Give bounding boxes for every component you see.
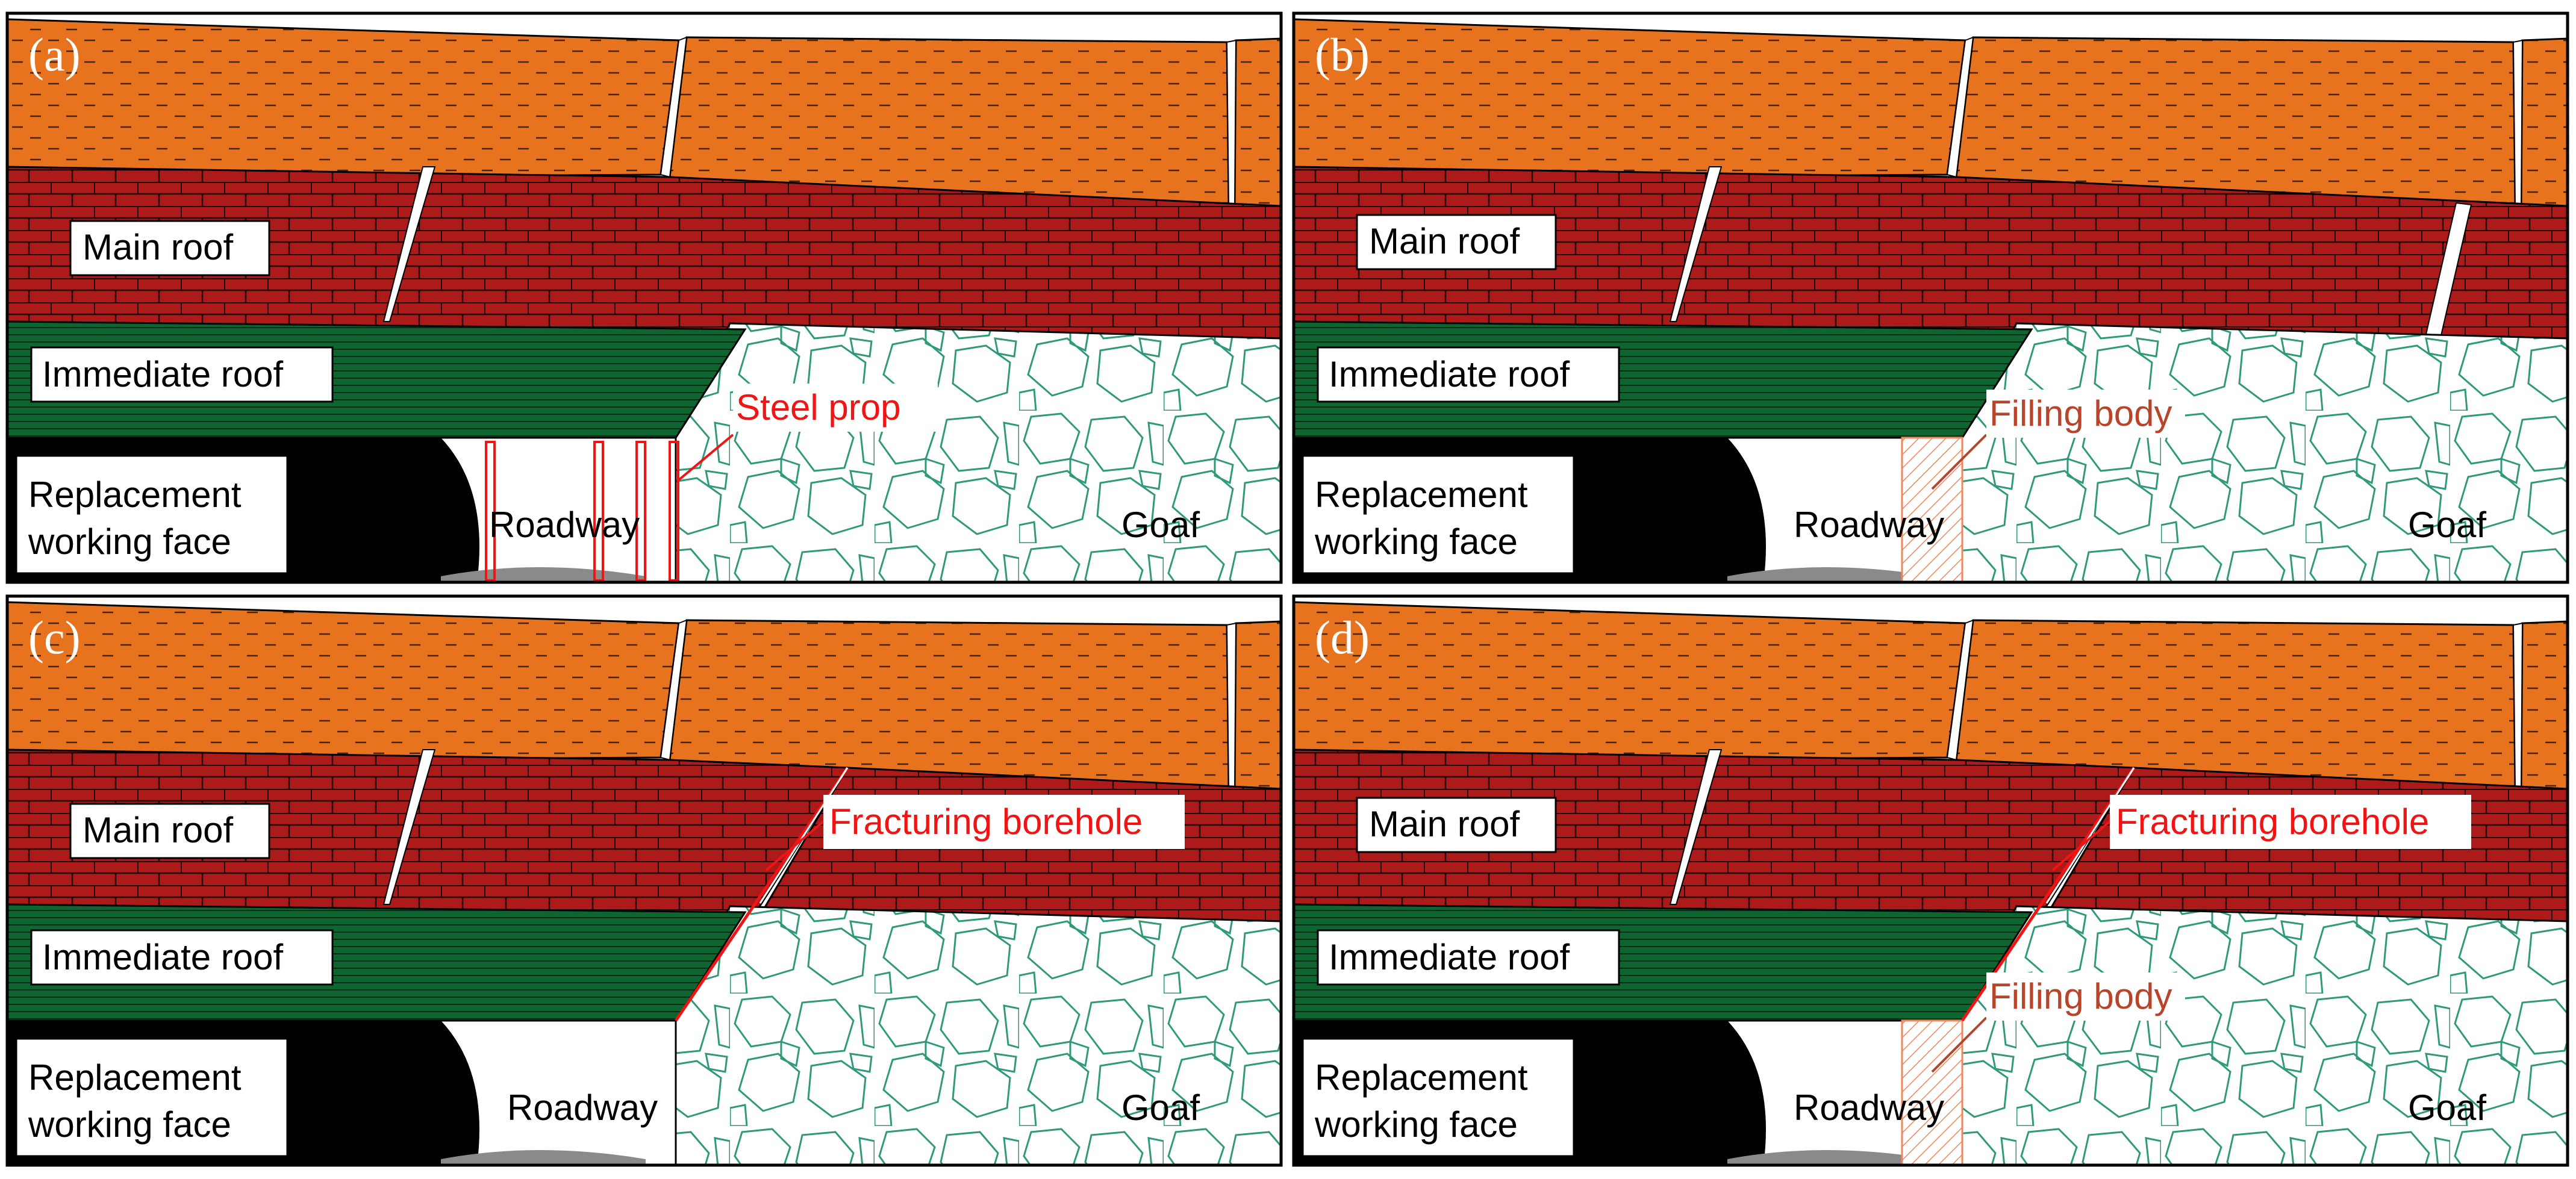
working-face-label-line2: working face <box>1314 521 1518 562</box>
working-face-label-box <box>1302 1037 1575 1157</box>
steel-prop-label-bg <box>733 384 938 432</box>
filling-body-label-bg <box>1986 390 2185 438</box>
immediate-roof-label: Immediate roof <box>42 354 283 394</box>
main-roof-label-box <box>69 220 270 276</box>
fracturing-borehole-leader <box>765 818 828 871</box>
immediate-roof-label-box <box>30 929 334 986</box>
fracturing-borehole-gap <box>2045 767 2135 904</box>
working-face-label-line1: Replacement <box>1315 1057 1528 1098</box>
immediate-roof-label: Immediate roof <box>1329 354 1570 394</box>
filling-body <box>1901 1019 1963 1166</box>
panel-frame <box>1292 594 2569 1167</box>
steel-prop-leader <box>678 434 734 481</box>
fracturing-borehole-line <box>674 767 849 1022</box>
filling-body-label-bg <box>1986 972 2185 1021</box>
main-roof-crack <box>1669 166 1723 322</box>
panel-frame <box>5 11 1283 584</box>
immediate-roof-label-box <box>1317 929 1620 986</box>
working-face-label-line2: working face <box>28 521 231 562</box>
main-roof-crack <box>1669 749 1723 905</box>
main-roof-crack <box>382 749 436 905</box>
fracturing-borehole-leader <box>2051 818 2114 871</box>
steel-prop <box>669 441 679 582</box>
working-face-label-box <box>1302 455 1575 574</box>
fracturing-borehole-label: Fracturing borehole <box>2116 801 2429 842</box>
immediate-roof-label-box <box>30 346 334 403</box>
main-roof-label: Main roof <box>1369 221 1520 261</box>
roadway-label: Roadway <box>489 505 640 545</box>
floor-heave <box>1727 1150 1932 1165</box>
fracturing-borehole-gap <box>759 767 849 904</box>
floor-heave <box>1727 567 1932 582</box>
steel-prop-label: Steel prop <box>736 387 901 428</box>
immediate-roof-label: Immediate roof <box>42 937 283 977</box>
floor-heave <box>441 1150 646 1165</box>
working-face-label-line2: working face <box>28 1104 231 1145</box>
filling-body-label: Filling body <box>1989 393 2172 434</box>
steel-prop <box>485 441 496 582</box>
main-roof-label: Main roof <box>1369 804 1520 844</box>
main-roof-crack <box>382 166 436 322</box>
immediate-roof-label-box <box>1317 346 1620 403</box>
panel-frame <box>1292 11 2569 584</box>
steel-prop <box>635 441 646 582</box>
goaf-label: Goaf <box>1121 1087 1200 1128</box>
goaf-label: Goaf <box>1121 505 1200 545</box>
main-roof-label-box <box>1356 214 1557 270</box>
roadway-label: Roadway <box>1794 505 1944 545</box>
immediate-roof-label: Immediate roof <box>1329 937 1570 977</box>
fracturing-borehole-label-bg <box>823 795 1185 849</box>
main-roof-label: Main roof <box>83 227 233 267</box>
goaf-label: Goaf <box>2408 505 2486 545</box>
panel-label: (b) <box>1315 28 1370 81</box>
working-face-label-box <box>15 455 288 574</box>
working-face-label-box <box>15 1037 288 1157</box>
working-face-label-line1: Replacement <box>1315 474 1528 515</box>
panel-frame <box>5 594 1283 1167</box>
filling-body-label: Filling body <box>1989 976 2172 1016</box>
steel-prop <box>593 441 604 582</box>
filling-body-leader <box>1931 1016 1988 1073</box>
filling-body <box>1901 437 1963 583</box>
main-roof-label: Main roof <box>83 810 233 850</box>
goaf-label: Goaf <box>2408 1087 2486 1128</box>
roadway-label: Roadway <box>1794 1087 1944 1128</box>
working-face-label-line1: Replacement <box>28 1057 242 1098</box>
panel-label: (d) <box>1315 611 1370 664</box>
working-face-label-line1: Replacement <box>28 474 242 515</box>
working-face-label-line2: working face <box>1314 1104 1518 1145</box>
filling-body-leader <box>1931 434 1988 490</box>
panel-label: (a) <box>28 28 81 81</box>
main-roof-label-box <box>69 803 270 859</box>
panel-label: (c) <box>28 611 81 664</box>
fracturing-borehole-label: Fracturing borehole <box>829 801 1143 842</box>
fracturing-borehole-label-bg <box>2110 795 2471 849</box>
roadway-label: Roadway <box>507 1087 658 1128</box>
main-roof-label-box <box>1356 797 1557 853</box>
